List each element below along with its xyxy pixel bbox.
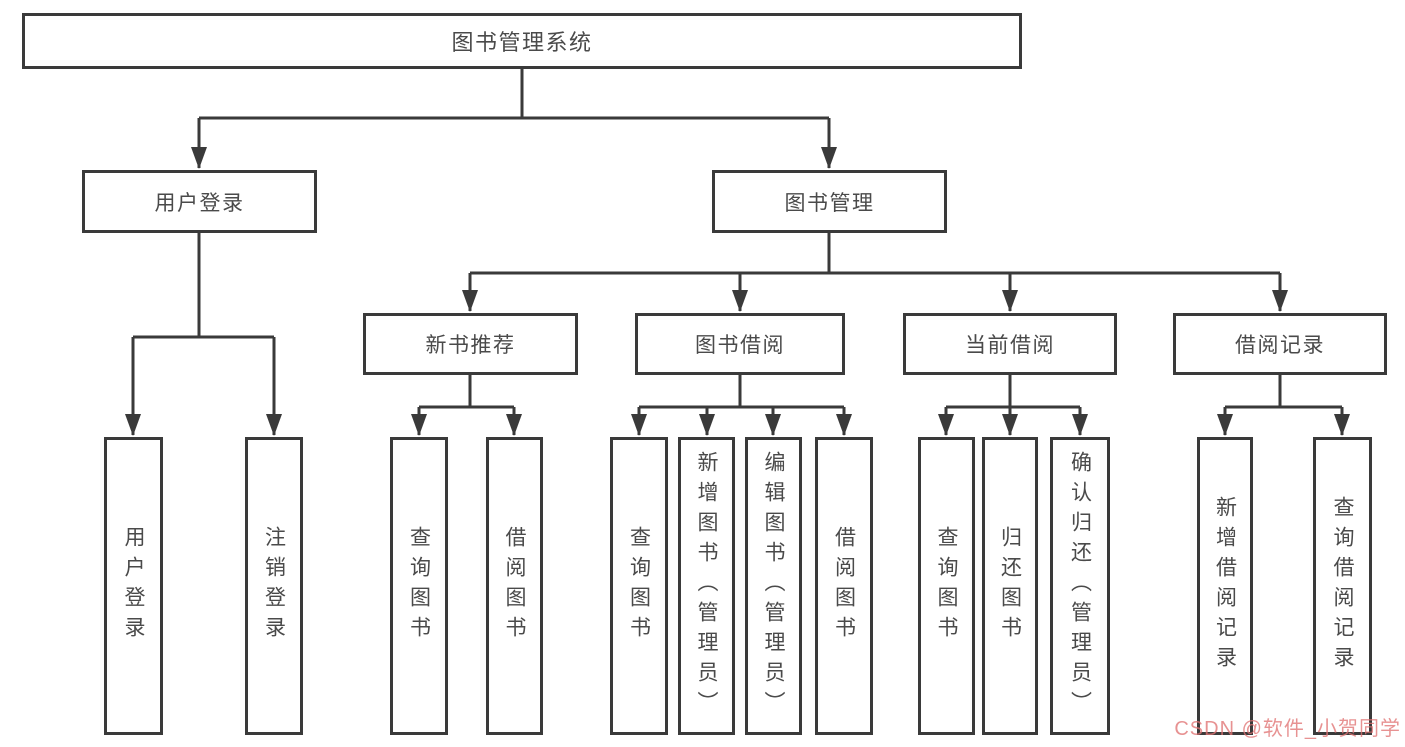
leaf-edit-books-admin: 编辑图书（管理员） [745, 437, 802, 735]
branch-book-borrow [631, 375, 852, 436]
leaf-logout-login: 注销登录 [245, 437, 303, 735]
node-borrow-records: 借阅记录 [1173, 313, 1387, 375]
node-label: 查询图书 [407, 526, 431, 646]
leaf-add-books-admin: 新增图书（管理员） [678, 437, 735, 735]
node-label: 借阅记录 [1235, 334, 1325, 357]
node-label: 新书推荐 [425, 334, 516, 357]
node-label: 图书管理系统 [451, 30, 593, 55]
node-label: 查询图书 [627, 526, 651, 646]
node-new-book-recommend: 新书推荐 [363, 313, 578, 375]
node-label: 归还图书 [998, 526, 1022, 646]
leaf-confirm-return-admin: 确认归还（管理员） [1050, 437, 1110, 735]
node-label: 借阅图书 [832, 526, 856, 646]
branch-current-borrow [938, 375, 1088, 436]
node-current-borrow: 当前借阅 [903, 313, 1117, 375]
node-book-borrow: 图书借阅 [635, 313, 845, 375]
node-label: 编辑图书（管理员） [762, 451, 785, 721]
leaf-add-borrow-record: 新增借阅记录 [1197, 437, 1253, 735]
node-label: 新增借阅记录 [1213, 496, 1237, 676]
csdn-watermark: CSDN @软件_小贺同学 [1174, 718, 1401, 740]
node-book-management: 图书管理 [712, 170, 947, 233]
branch-new-book-recommend [411, 375, 522, 436]
node-label: 新增图书（管理员） [695, 451, 718, 721]
node-label: 用户登录 [154, 191, 245, 215]
branch-borrow-records [1217, 375, 1350, 436]
leaf-query-books-current: 查询图书 [918, 437, 975, 735]
node-label: 用户登录 [122, 526, 145, 646]
branch-root [191, 69, 837, 169]
node-label: 确认归还（管理员） [1068, 451, 1092, 721]
node-label: 注销登录 [262, 526, 286, 646]
node-label: 图书借阅 [695, 334, 785, 357]
leaf-user-login: 用户登录 [104, 437, 163, 735]
node-label: 当前借阅 [965, 334, 1055, 357]
node-user-login: 用户登录 [82, 170, 317, 233]
node-label: 借阅图书 [503, 526, 526, 646]
leaf-query-books-borrow: 查询图书 [610, 437, 668, 735]
leaf-query-books-recommend: 查询图书 [390, 437, 448, 735]
leaf-borrow-books: 借阅图书 [815, 437, 873, 735]
branch-book-management [462, 233, 1288, 312]
node-label: 图书管理 [784, 191, 875, 215]
node-label: 查询图书 [935, 526, 958, 646]
leaf-borrow-books-recommend: 借阅图书 [486, 437, 543, 735]
branch-user-login [125, 233, 282, 436]
node-label: 查询借阅记录 [1331, 496, 1354, 676]
node-root-library-system: 图书管理系统 [22, 13, 1022, 69]
leaf-return-books: 归还图书 [982, 437, 1038, 735]
leaf-query-borrow-record: 查询借阅记录 [1313, 437, 1372, 735]
